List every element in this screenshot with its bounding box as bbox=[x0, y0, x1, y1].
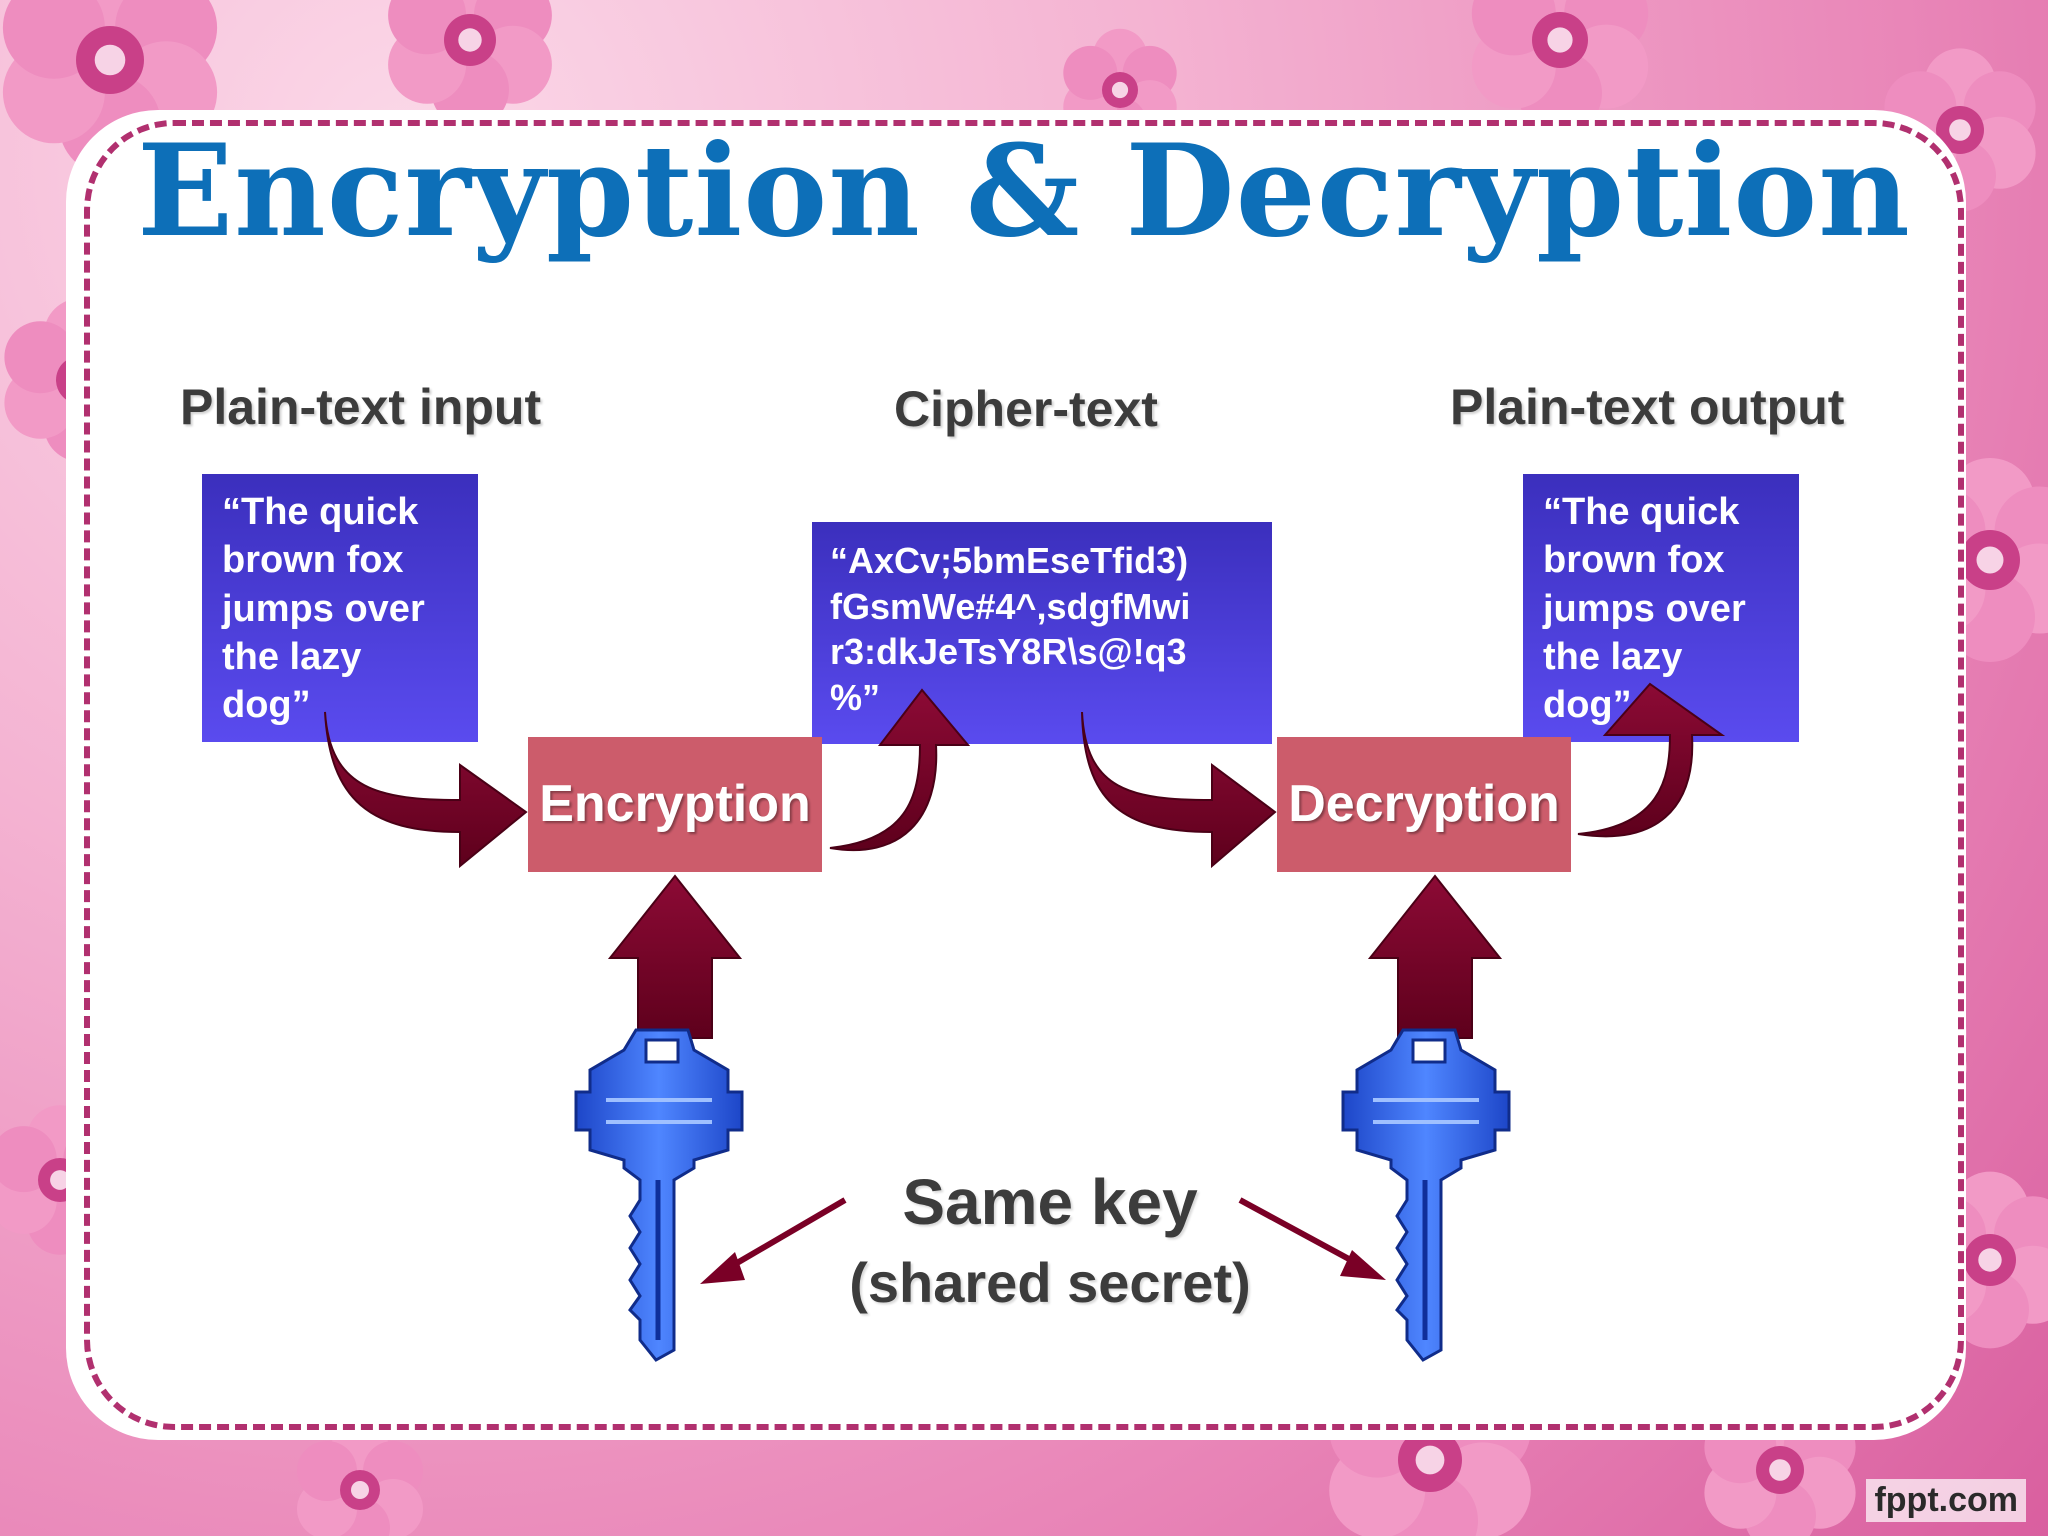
key-icon bbox=[1341, 1028, 1511, 1362]
watermark: fppt.com bbox=[1866, 1479, 2026, 1522]
slide-title: Encryption & Decryption bbox=[137, 117, 1911, 265]
shared-secret-label: (shared secret) bbox=[849, 1251, 1251, 1314]
encryption-box: Encryption bbox=[528, 737, 822, 872]
key-icon bbox=[574, 1028, 744, 1362]
plain-text-input-box: “The quick brown fox jumps over the lazy… bbox=[202, 474, 478, 742]
up-arrow-icon bbox=[1367, 874, 1503, 1039]
curved-arrow-icon bbox=[829, 688, 971, 852]
curved-arrow-icon bbox=[1081, 711, 1277, 869]
dashed-border bbox=[84, 120, 1964, 1430]
pointer-arrow-icon bbox=[1238, 1197, 1386, 1280]
curved-arrow-icon bbox=[1577, 682, 1726, 838]
plain-text-output-label: Plain-text output bbox=[1450, 379, 1845, 435]
cipher-text-box: “AxCv;5bmEseTfid3) fGsmWe#4^,sdgfMwi r3:… bbox=[812, 522, 1272, 744]
up-arrow-icon bbox=[607, 874, 743, 1039]
pointer-arrow-icon bbox=[700, 1197, 847, 1284]
plain-text-input-label: Plain-text input bbox=[180, 379, 542, 435]
cipher-text-label: Cipher-text bbox=[894, 381, 1158, 437]
decryption-box: Decryption bbox=[1277, 737, 1571, 872]
curved-arrow-icon bbox=[324, 711, 528, 869]
same-key-label: Same key bbox=[902, 1166, 1198, 1238]
